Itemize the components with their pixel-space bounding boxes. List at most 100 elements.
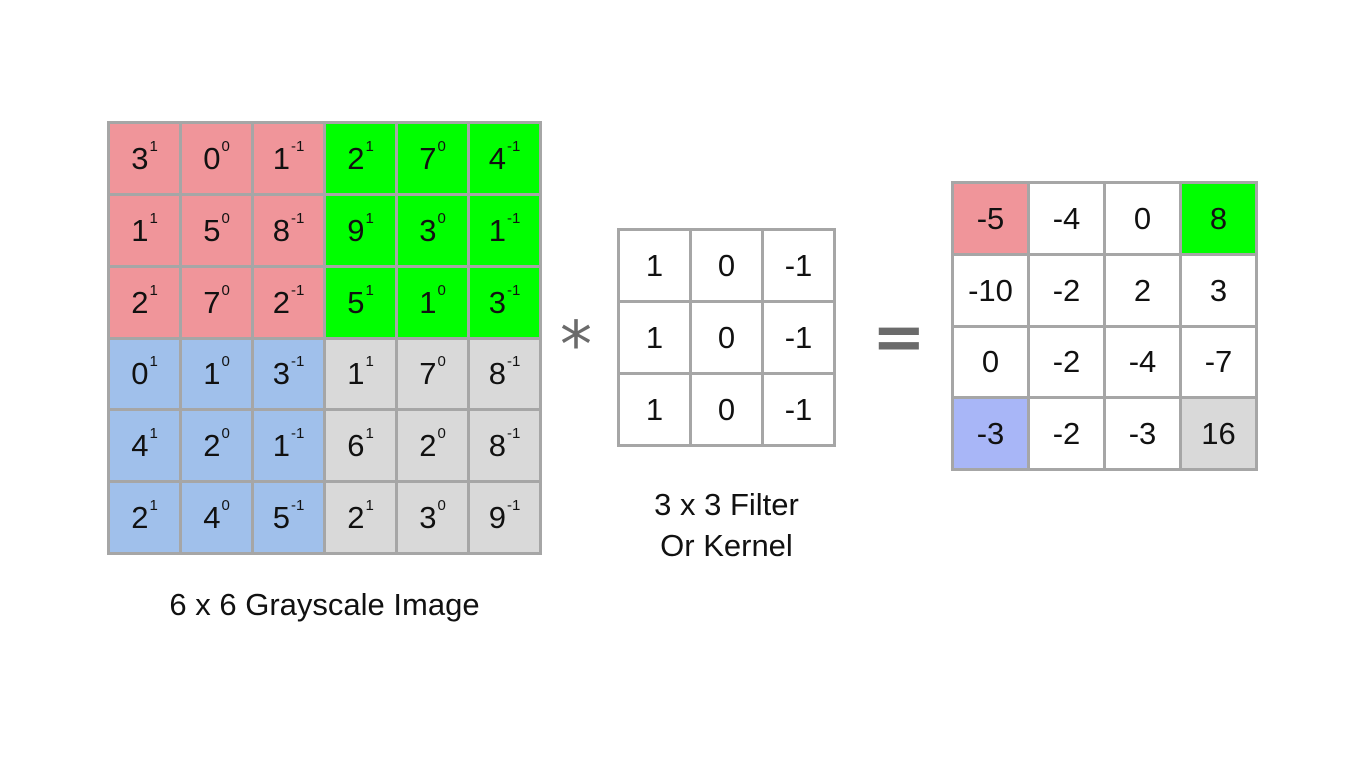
output-cell: -10	[954, 255, 1027, 325]
kernel-weight-superscript: -1	[506, 497, 521, 515]
image-cell: 1-1	[254, 411, 323, 481]
image-cell: 1-1	[254, 124, 323, 193]
image-cell: 1-1	[470, 195, 539, 265]
pixel-value: 9	[347, 212, 365, 248]
kernel-weight-superscript: 0	[221, 425, 230, 443]
image-cell: 2-1	[254, 267, 323, 337]
kernel-cell: 0	[692, 231, 761, 300]
image-cell: 9-1	[470, 483, 539, 552]
equals-sign: =	[872, 301, 926, 375]
output-cell: -2	[1030, 255, 1103, 325]
pixel-value: 2	[203, 428, 221, 464]
kernel-weight-superscript: 0	[221, 137, 230, 155]
kernel-weight-superscript: 0	[437, 353, 446, 371]
output-cell: -3	[954, 399, 1027, 468]
output-cell: 0	[1106, 184, 1179, 253]
kernel-weight-superscript: -1	[290, 497, 305, 515]
output-cell: -2	[1030, 327, 1103, 397]
pixel-value: 0	[131, 356, 149, 392]
kernel-weight-superscript: -1	[506, 353, 521, 371]
output-cell: -7	[1182, 327, 1255, 397]
kernel-cell: 1	[620, 303, 689, 372]
kernel-caption: 3 x 3 Filter Or Kernel	[654, 487, 799, 563]
pixel-value: 0	[203, 140, 221, 176]
pixel-value: 8	[488, 356, 506, 392]
image-cell: 8-1	[470, 411, 539, 481]
output-cell: 0	[954, 327, 1027, 397]
kernel-weight-superscript: -1	[506, 425, 521, 443]
pixel-value: 7	[419, 140, 437, 176]
kernel-weight-superscript: 0	[437, 137, 446, 155]
kernel-weight-superscript: 1	[149, 209, 158, 227]
kernel-weight-superscript: 1	[149, 497, 158, 515]
pixel-value: 4	[203, 500, 221, 536]
pixel-value: 1	[488, 212, 506, 248]
pixel-value: 2	[272, 284, 290, 320]
kernel-weight-superscript: 0	[437, 281, 446, 299]
output-cell: 8	[1182, 184, 1255, 253]
kernel-weight-superscript: 0	[221, 353, 230, 371]
pixel-value: 7	[203, 284, 221, 320]
pixel-value: 2	[419, 428, 437, 464]
pixel-value: 1	[131, 212, 149, 248]
image-cell: 5-1	[254, 483, 323, 552]
convolution-operator: *	[560, 309, 592, 383]
kernel-cell: -1	[764, 303, 833, 372]
pixel-value: 7	[419, 356, 437, 392]
kernel-cell: 1	[620, 375, 689, 444]
output-cell: 2	[1106, 255, 1179, 325]
pixel-value: 1	[347, 356, 365, 392]
pixel-value: 1	[203, 356, 221, 392]
kernel-weight-superscript: 1	[365, 137, 374, 155]
kernel-weight-superscript: 1	[149, 281, 158, 299]
pixel-value: 8	[272, 212, 290, 248]
kernel-cell: 0	[692, 303, 761, 372]
kernel-cell: 0	[692, 375, 761, 444]
pixel-value: 1	[419, 284, 437, 320]
kernel-weight-superscript: -1	[506, 209, 521, 227]
pixel-value: 3	[419, 212, 437, 248]
pixel-value: 2	[347, 500, 365, 536]
kernel-weight-superscript: 0	[437, 425, 446, 443]
output-cell: -4	[1030, 184, 1103, 253]
kernel-weight-superscript: -1	[506, 281, 521, 299]
image-cell: 8-1	[470, 339, 539, 409]
pixel-value: 2	[131, 284, 149, 320]
image-cell: 3-1	[470, 267, 539, 337]
output-cell: 3	[1182, 255, 1255, 325]
pixel-value: 8	[488, 428, 506, 464]
pixel-value: 3	[488, 284, 506, 320]
pixel-value: 4	[488, 140, 506, 176]
kernel-weight-superscript: 0	[221, 281, 230, 299]
pixel-value: 5	[272, 500, 290, 536]
pixel-value: 5	[347, 284, 365, 320]
image-cell: 8-1	[254, 195, 323, 265]
kernel-weight-superscript: 1	[365, 425, 374, 443]
pixel-value: 2	[131, 500, 149, 536]
kernel-weight-superscript: -1	[290, 281, 305, 299]
kernel-weight-superscript: 1	[149, 353, 158, 371]
pixel-value: 3	[419, 500, 437, 536]
output-cell: 16	[1182, 399, 1255, 468]
pixel-value: 3	[131, 140, 149, 176]
